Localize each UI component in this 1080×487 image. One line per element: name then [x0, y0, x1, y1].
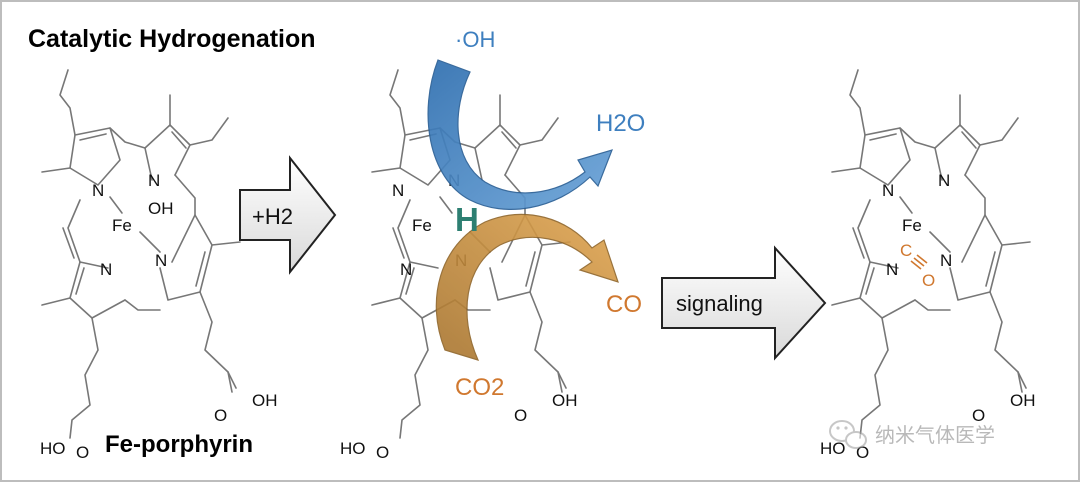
- atom-oh: OH: [552, 391, 578, 410]
- atom-o: O: [214, 406, 227, 425]
- atom-o: O: [76, 443, 89, 462]
- watermark: 纳米气体医学: [829, 420, 995, 449]
- atom-ho: HO: [820, 439, 846, 458]
- atom-o: O: [514, 406, 527, 425]
- atom-n: N: [940, 251, 952, 270]
- atom-n: N: [882, 181, 894, 200]
- co2-label: CO2: [455, 374, 504, 401]
- wechat-icon: [829, 420, 867, 449]
- fe-porphyrin-left: N N Fe OH N N OH O HO O: [40, 69, 278, 462]
- atom-ho: HO: [40, 439, 66, 458]
- watermark-text: 纳米气体医学: [875, 423, 995, 447]
- atom-oh: OH: [148, 199, 174, 218]
- reaction-arrow-signaling: signaling: [661, 245, 827, 361]
- atom-n: N: [938, 171, 950, 190]
- atom-n: N: [400, 260, 412, 279]
- atom-n: N: [155, 251, 167, 270]
- water-label: H2O: [596, 110, 645, 137]
- arrow1-label: +H2: [252, 204, 293, 229]
- co-bond: [913, 257, 925, 267]
- reaction-arrow-h2: +H2: [239, 155, 337, 275]
- atom-n: N: [392, 181, 404, 200]
- fe-porphyrin-middle: N N Fe N N OH O HO O: [340, 69, 578, 462]
- atom-n: N: [148, 171, 160, 190]
- atom-oh: OH: [252, 391, 278, 410]
- atom-c-bound: C: [900, 241, 912, 260]
- atom-o: O: [972, 406, 985, 425]
- atom-n: N: [100, 260, 112, 279]
- hydroxyl-label: ·OH: [455, 27, 495, 52]
- molecule-label: Fe-porphyrin: [105, 431, 253, 458]
- oh-to-water-arrow: [427, 59, 614, 210]
- atom-oh: OH: [1010, 391, 1036, 410]
- atom-fe: Fe: [412, 216, 432, 235]
- atom-o-bound: O: [922, 271, 935, 290]
- fe-porphyrin-right: N N Fe N N OH O HO O C O: [820, 69, 1036, 462]
- co-label: CO: [606, 291, 642, 318]
- co2-to-co-arrow: [435, 213, 619, 361]
- atom-ho: HO: [340, 439, 366, 458]
- hydrogen-label: H: [455, 201, 479, 238]
- atom-n: N: [886, 260, 898, 279]
- atom-fe: Fe: [112, 216, 132, 235]
- atom-fe: Fe: [902, 216, 922, 235]
- atom-n: N: [92, 181, 104, 200]
- diagram-title: Catalytic Hydrogenation: [28, 25, 316, 53]
- atom-o: O: [376, 443, 389, 462]
- arrow2-label: signaling: [676, 291, 763, 316]
